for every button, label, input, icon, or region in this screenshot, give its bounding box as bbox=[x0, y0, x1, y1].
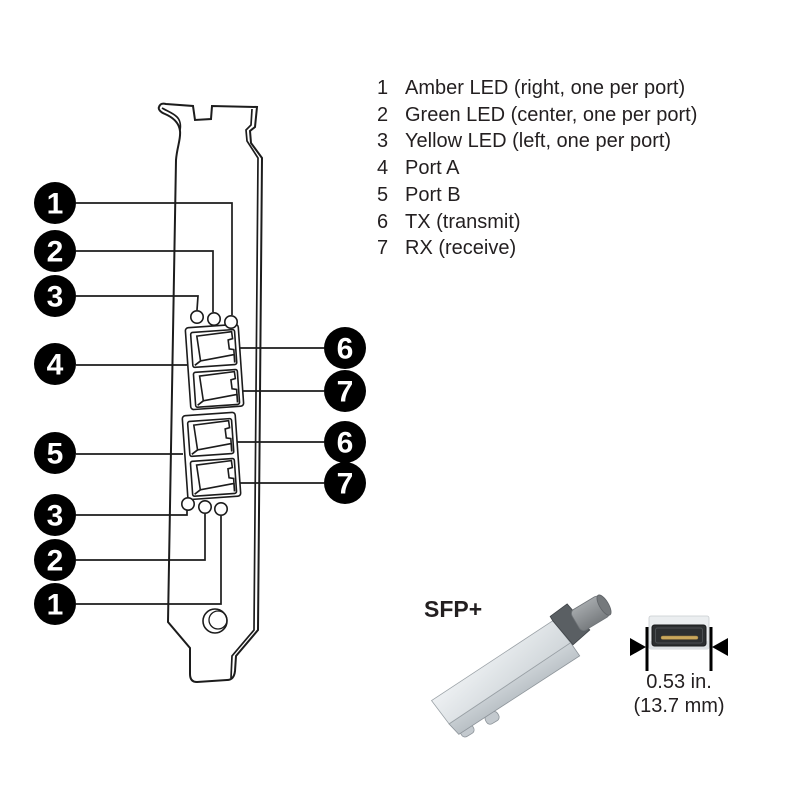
leader-line-yellow-top bbox=[76, 295, 199, 311]
legend-item-text: Port A bbox=[405, 157, 460, 180]
led-yellow-top bbox=[190, 309, 205, 324]
port-b-rx-opening bbox=[189, 457, 238, 498]
callout-number: 6 bbox=[337, 333, 354, 366]
callout-badge-6-top: 6 bbox=[324, 327, 366, 369]
callout-badge-3-top: 3 bbox=[34, 275, 76, 317]
callout-badge-1-bottom: 1 bbox=[34, 583, 76, 625]
legend-item-text: Port B bbox=[405, 183, 461, 206]
callout-badge-3-bottom: 3 bbox=[34, 494, 76, 536]
callout-number: 3 bbox=[47, 281, 64, 314]
legend-item-number: 4 bbox=[377, 157, 389, 180]
legend-item-number: 6 bbox=[377, 210, 389, 233]
legend-item-text: Amber LED (right, one per port) bbox=[405, 77, 686, 99]
legend-item-number: 3 bbox=[377, 130, 389, 153]
port-a-tx-opening bbox=[189, 328, 238, 369]
dimension-arrow-right-icon bbox=[712, 638, 728, 656]
callout-badge-1-top: 1 bbox=[34, 182, 76, 224]
callout-badge-2-bottom: 2 bbox=[34, 539, 76, 581]
port-b-tx-opening bbox=[186, 417, 235, 458]
dimension-value-mm: (13.7 mm) bbox=[633, 695, 725, 717]
dimension-bar-left bbox=[645, 627, 649, 671]
legend-item-number: 2 bbox=[377, 103, 389, 126]
connector-opening-bevel bbox=[655, 627, 703, 644]
callout-number: 4 bbox=[47, 349, 64, 382]
leader-lines bbox=[76, 202, 324, 605]
leader-line-amber-bottom bbox=[76, 516, 222, 605]
legend-item: 2 Green LED (center, one per port) bbox=[377, 102, 697, 129]
sfp-transceiver-illustration bbox=[430, 594, 612, 738]
bracket-fold-line bbox=[230, 108, 259, 679]
sfp-body-top-face bbox=[430, 620, 572, 725]
port-a-cage bbox=[184, 323, 245, 411]
led-amber-bottom bbox=[214, 501, 229, 516]
dimension-arrow-left-icon bbox=[630, 638, 646, 656]
callout-number: 7 bbox=[337, 468, 354, 501]
callout-badge-5: 5 bbox=[34, 432, 76, 474]
callout-badge-7-bottom: 7 bbox=[324, 462, 366, 504]
callout-number: 5 bbox=[47, 438, 64, 471]
legend-item-number: 5 bbox=[377, 183, 389, 206]
legend-item: 5 Port B bbox=[377, 182, 697, 209]
bracket-hook-detail-line bbox=[161, 107, 182, 131]
legend-item: 3 Yellow LED (left, one per port) bbox=[377, 128, 697, 155]
connector-gold-edge bbox=[660, 635, 699, 640]
legend-item: 4 Port A bbox=[377, 155, 697, 182]
legend-item: 7 RX (receive) bbox=[377, 235, 697, 262]
callout-number: 1 bbox=[47, 188, 64, 221]
port-b-cage bbox=[181, 411, 242, 501]
connector-opening bbox=[651, 624, 707, 647]
leader-line-green-top bbox=[76, 250, 214, 312]
sfp-collar bbox=[549, 603, 591, 646]
callout-number: 2 bbox=[47, 236, 64, 269]
callout-number: 7 bbox=[337, 376, 354, 409]
led-indicators bbox=[181, 309, 239, 516]
dimension-value-inches: 0.53 in. bbox=[646, 671, 712, 693]
port-a-rx-opening bbox=[192, 368, 241, 409]
callout-badge-2-top: 2 bbox=[34, 230, 76, 272]
callout-number: 3 bbox=[47, 500, 64, 533]
callout-badge-6-bottom: 6 bbox=[324, 421, 366, 463]
sfp-label: SFP+ bbox=[424, 596, 483, 622]
callout-badges: 1 2 3 4 5 3 2 1 6 7 6 7 bbox=[34, 182, 366, 625]
legend: 1 Amber LED (right, one per port) 2 Gree… bbox=[377, 75, 697, 262]
legend-item-number: 7 bbox=[377, 237, 389, 260]
led-green-bottom bbox=[198, 499, 213, 514]
led-yellow-bottom bbox=[181, 496, 196, 511]
led-amber-top bbox=[224, 314, 239, 329]
callout-number: 2 bbox=[47, 545, 64, 578]
dimension-bar-right bbox=[709, 627, 713, 671]
screw-hole-inner-arc bbox=[208, 610, 228, 630]
sfp-boot-end-cap bbox=[596, 594, 612, 616]
sfp-connector-front-view bbox=[630, 615, 728, 671]
legend-item-text: TX (transmit) bbox=[405, 210, 521, 233]
dimension-label: 0.53 in. (13.7 mm) bbox=[619, 670, 739, 718]
legend-item-text: Yellow LED (left, one per port) bbox=[405, 130, 672, 153]
legend-item: 1 Amber LED (right, one per port) bbox=[377, 75, 697, 102]
callout-number: 6 bbox=[337, 427, 354, 460]
legend-item-number: 1 bbox=[377, 77, 389, 99]
leader-line-green-bottom bbox=[76, 514, 206, 561]
legend-item-text: Green LED (center, one per port) bbox=[405, 103, 698, 126]
leader-line-yellow-bottom bbox=[76, 510, 188, 516]
callout-badge-4: 4 bbox=[34, 343, 76, 385]
legend-item-text: RX (receive) bbox=[405, 237, 517, 260]
legend-item: 6 TX (transmit) bbox=[377, 209, 697, 236]
callout-number: 1 bbox=[47, 589, 64, 622]
leader-line-amber-top bbox=[76, 202, 233, 315]
led-green-top bbox=[207, 311, 222, 326]
callout-badge-7-top: 7 bbox=[324, 370, 366, 412]
